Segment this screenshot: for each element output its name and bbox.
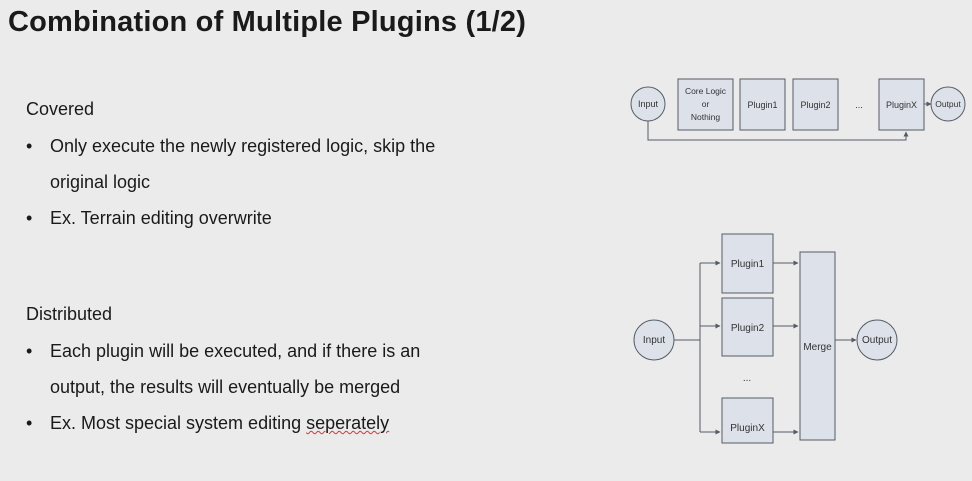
distributed-ellipsis: ... xyxy=(743,373,751,384)
distributed-bullet-2-text: Ex. Most special system editing xyxy=(50,413,307,433)
core-logic-line-3: Nothing xyxy=(691,112,721,122)
distributed-plugin2-box: Plugin2 xyxy=(721,297,774,357)
covered-output-node: Output xyxy=(930,86,966,122)
misspelled-word: seperately xyxy=(306,413,390,433)
slide-title: Combination of Multiple Plugins (1/2) xyxy=(8,6,527,38)
distributed-pluginx-label: PluginX xyxy=(730,423,765,434)
covered-output-label: Output xyxy=(935,99,961,109)
distributed-bullet-2: Ex. Most special system editing seperate… xyxy=(26,405,496,441)
merge-box: Merge xyxy=(799,251,836,441)
covered-plugin1-box: Plugin1 xyxy=(739,78,786,131)
covered-plugin2-box: Plugin2 xyxy=(792,78,839,131)
distributed-flow-diagram: Input Plugin1 Plugin2 ... PluginX Merge … xyxy=(633,233,898,444)
covered-flow-diagram: Input Core Logic or Nothing Plugin1 Plug… xyxy=(630,78,966,141)
covered-heading: Covered xyxy=(26,99,95,119)
covered-bullet-1: Only execute the newly registered logic,… xyxy=(26,128,460,200)
covered-pluginx-box: PluginX xyxy=(878,78,925,131)
merge-label: Merge xyxy=(803,342,832,353)
covered-plugin2-label: Plugin2 xyxy=(800,100,830,110)
distributed-plugin1-box: Plugin1 xyxy=(721,233,774,294)
distributed-output-label: Output xyxy=(862,335,892,346)
covered-core-logic-box: Core Logic or Nothing xyxy=(677,78,734,131)
covered-ellipsis: ... xyxy=(855,100,863,110)
distributed-plugin2-label: Plugin2 xyxy=(731,323,765,334)
covered-bullet-2: Ex. Terrain editing overwrite xyxy=(26,200,496,236)
core-logic-line-2: or xyxy=(702,99,710,109)
distributed-bullet-1: Each plugin will be executed, and if the… xyxy=(26,333,470,405)
covered-bypass-arrow xyxy=(647,121,909,141)
covered-bullet-list: Only execute the newly registered logic,… xyxy=(26,128,496,236)
distributed-output-node: Output xyxy=(856,319,898,361)
distributed-input-node: Input xyxy=(633,319,675,361)
covered-input-label: Input xyxy=(638,99,659,109)
covered-input-node: Input xyxy=(630,86,666,122)
distributed-input-label: Input xyxy=(643,335,665,346)
distributed-heading: Distributed xyxy=(26,304,113,324)
covered-pluginx-label: PluginX xyxy=(886,100,917,110)
distributed-bullet-list: Each plugin will be executed, and if the… xyxy=(26,333,496,441)
distributed-plugin1-label: Plugin1 xyxy=(731,259,765,270)
distributed-pluginx-box: PluginX xyxy=(721,397,774,444)
core-logic-line-1: Core Logic xyxy=(685,86,727,96)
covered-plugin1-label: Plugin1 xyxy=(747,100,777,110)
